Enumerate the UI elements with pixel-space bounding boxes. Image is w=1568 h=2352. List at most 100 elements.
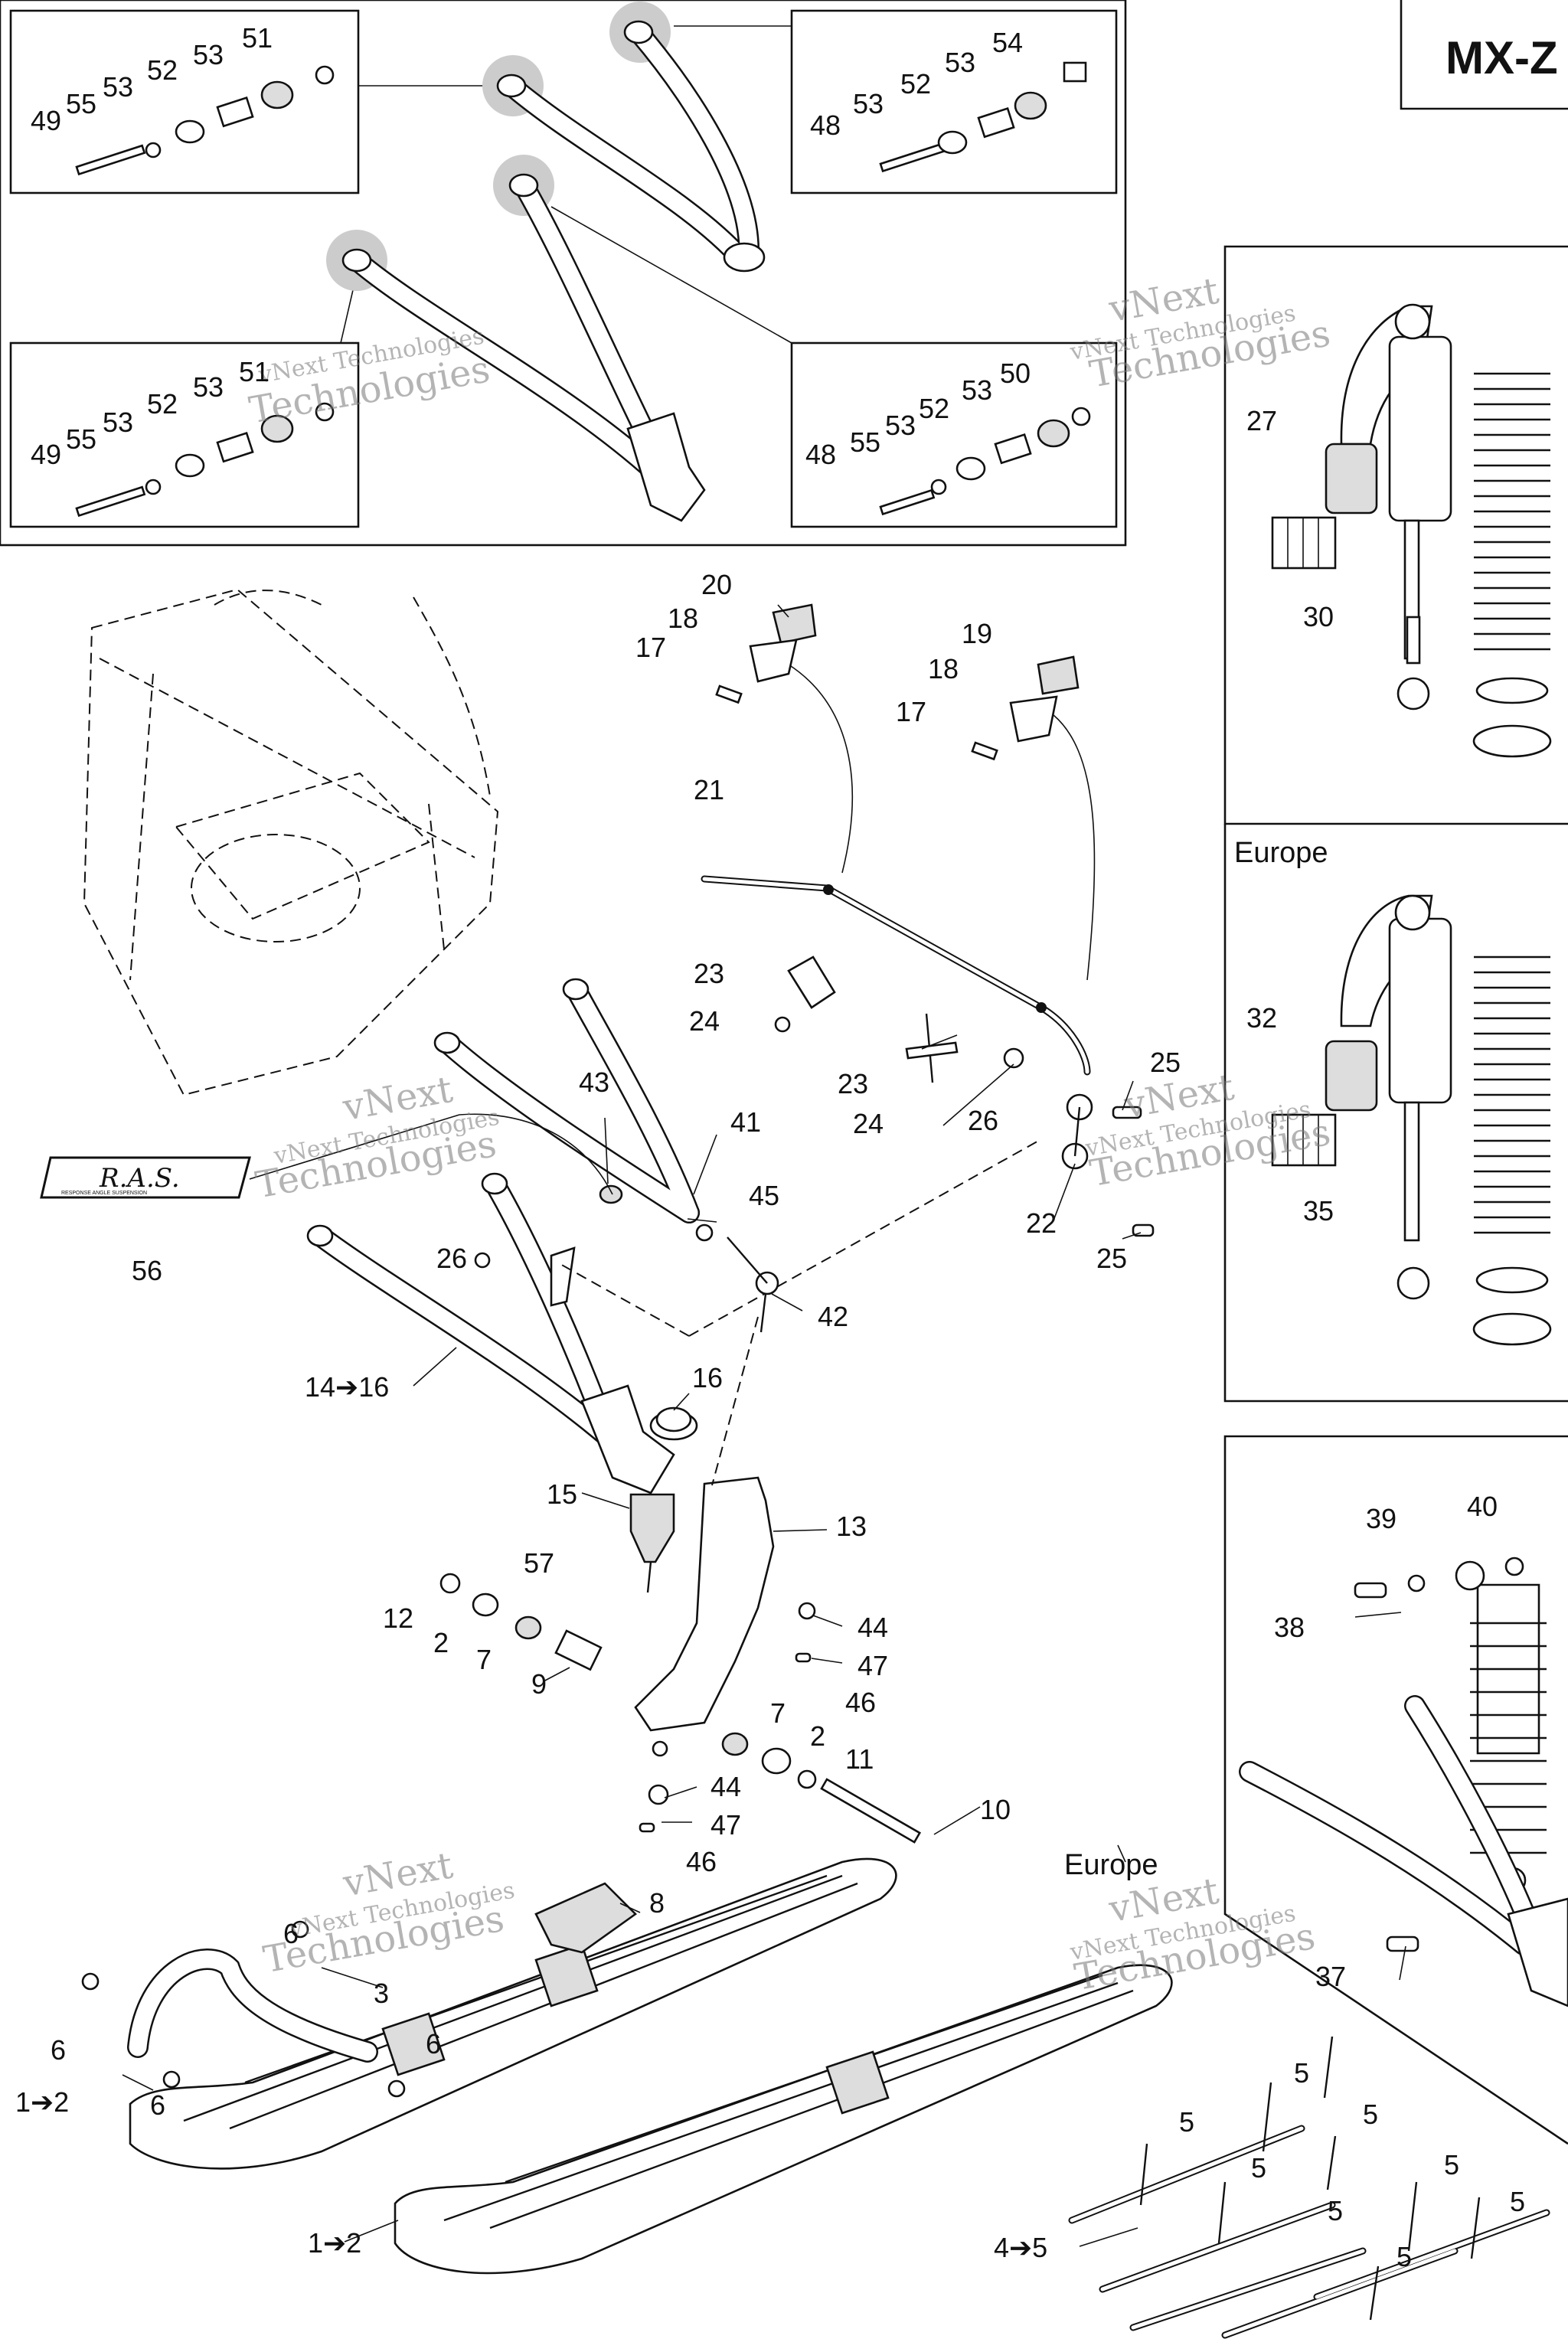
callout-5: 5 xyxy=(1444,2149,1459,2180)
callout-14-to-16: 14➔16 xyxy=(305,1371,389,1403)
callout-53: 53 xyxy=(885,410,916,441)
coilover-panel xyxy=(1223,1435,1568,2145)
hardware-set-br xyxy=(879,407,1091,516)
hardware-set-bl xyxy=(75,402,335,518)
callout-26: 26 xyxy=(436,1243,467,1274)
callout-51: 51 xyxy=(239,356,270,387)
callout-27: 27 xyxy=(1246,405,1277,436)
callout-35: 35 xyxy=(1303,1195,1334,1227)
callout-21: 21 xyxy=(694,774,724,805)
callout-43: 43 xyxy=(579,1067,609,1098)
title-frame xyxy=(1400,0,1568,110)
detail-box-top-right xyxy=(790,9,1118,194)
callout-25: 25 xyxy=(1096,1243,1127,1274)
callout-52: 52 xyxy=(919,393,949,424)
callout-52: 52 xyxy=(147,388,178,420)
callout-47: 47 xyxy=(858,1650,888,1681)
sway-bar-assembly xyxy=(701,603,1155,1237)
detail-box-bottom-right xyxy=(790,341,1118,528)
callout-9: 9 xyxy=(531,1668,547,1700)
callout-52: 52 xyxy=(900,68,931,100)
callout-7: 7 xyxy=(476,1644,492,1675)
callout-labels: 51 53 52 53 49 55 53 52 54 53 48 51 53 5… xyxy=(15,22,1525,2272)
callout-57: 57 xyxy=(524,1547,554,1579)
callout-32: 32 xyxy=(1246,1002,1277,1034)
front-suspension-assembly: R.A.S. RESPONSE ANGLE SUSPENSION xyxy=(40,978,1042,1844)
callout-5: 5 xyxy=(1510,2186,1525,2217)
callout-50: 50 xyxy=(1000,358,1031,389)
callout-5: 5 xyxy=(1294,2057,1309,2089)
callout-5: 5 xyxy=(1251,2152,1266,2184)
callout-17: 17 xyxy=(896,696,926,727)
callout-5: 5 xyxy=(1396,2241,1412,2272)
callout-45: 45 xyxy=(749,1180,779,1211)
hardware-set-tr xyxy=(879,61,1087,173)
callout-49: 49 xyxy=(31,105,61,136)
callout-6: 6 xyxy=(51,2034,66,2066)
callout-22: 22 xyxy=(1026,1207,1057,1239)
callout-48: 48 xyxy=(805,439,836,470)
callout-30: 30 xyxy=(1303,601,1334,632)
callout-53: 53 xyxy=(962,374,992,406)
callout-13: 13 xyxy=(836,1511,867,1542)
callout-42: 42 xyxy=(818,1301,848,1332)
callout-18: 18 xyxy=(668,603,698,634)
callout-55: 55 xyxy=(66,423,96,455)
callout-3: 3 xyxy=(374,1978,389,2009)
watermark-group: vNext Technologies Technologies vNext Te… xyxy=(246,270,1334,1999)
callout-38: 38 xyxy=(1274,1612,1305,1643)
callout-15: 15 xyxy=(547,1478,577,1510)
callout-7: 7 xyxy=(770,1697,786,1729)
callout-26: 26 xyxy=(968,1105,998,1136)
callout-12: 12 xyxy=(383,1602,413,1634)
a-arm-detail-panel xyxy=(0,0,1127,547)
callout-23: 23 xyxy=(838,1068,868,1099)
callout-55: 55 xyxy=(66,88,96,119)
callout-23: 23 xyxy=(694,958,724,989)
callout-5: 5 xyxy=(1363,2099,1378,2130)
callout-5: 5 xyxy=(1328,2195,1343,2226)
callout-53: 53 xyxy=(193,39,224,70)
lower-a-arm-illustration xyxy=(326,155,706,522)
page-title: MX-Z xyxy=(1446,32,1558,83)
callout-39: 39 xyxy=(1366,1503,1396,1534)
callout-55: 55 xyxy=(850,426,880,458)
callout-54: 54 xyxy=(992,27,1023,58)
callout-11: 11 xyxy=(845,1743,874,1775)
callout-4-to-5: 4➔5 xyxy=(994,2232,1047,2263)
leader-lines xyxy=(122,604,1406,2247)
callout-16: 16 xyxy=(692,1362,723,1393)
a-arm-panel-frame xyxy=(0,0,1127,547)
skis-assembly xyxy=(81,1857,1550,2339)
callout-46: 46 xyxy=(686,1846,717,1877)
callout-53: 53 xyxy=(193,371,224,403)
callout-53: 53 xyxy=(853,88,884,119)
callout-48: 48 xyxy=(810,109,841,141)
ras-logo: R.A.S. RESPONSE ANGLE SUSPENSION xyxy=(40,1156,251,1199)
callout-37: 37 xyxy=(1315,1961,1346,1992)
callout-5: 5 xyxy=(1179,2106,1194,2138)
callout-20: 20 xyxy=(701,569,732,600)
callout-40: 40 xyxy=(1467,1491,1498,1522)
callout-47: 47 xyxy=(710,1809,741,1841)
region-label-europe-shock: Europe xyxy=(1234,837,1328,869)
callout-2: 2 xyxy=(810,1720,825,1752)
callout-49: 49 xyxy=(31,439,61,470)
hardware-set-tl xyxy=(75,65,335,176)
callout-1-to-2-bottom: 1➔2 xyxy=(308,2227,361,2259)
callout-19: 19 xyxy=(962,618,992,649)
callout-17: 17 xyxy=(635,632,666,663)
callout-8: 8 xyxy=(649,1887,665,1919)
detail-box-top-left xyxy=(9,9,360,194)
callout-18: 18 xyxy=(928,653,959,684)
callout-6: 6 xyxy=(283,1918,299,1949)
callout-44: 44 xyxy=(710,1771,741,1802)
callout-2: 2 xyxy=(433,1627,449,1658)
callout-52: 52 xyxy=(147,54,178,86)
callout-46: 46 xyxy=(845,1687,876,1718)
callout-6: 6 xyxy=(150,2089,165,2121)
callout-10: 10 xyxy=(980,1794,1011,1825)
shock-panel-standard xyxy=(1223,245,1568,1403)
callout-53: 53 xyxy=(945,47,975,78)
